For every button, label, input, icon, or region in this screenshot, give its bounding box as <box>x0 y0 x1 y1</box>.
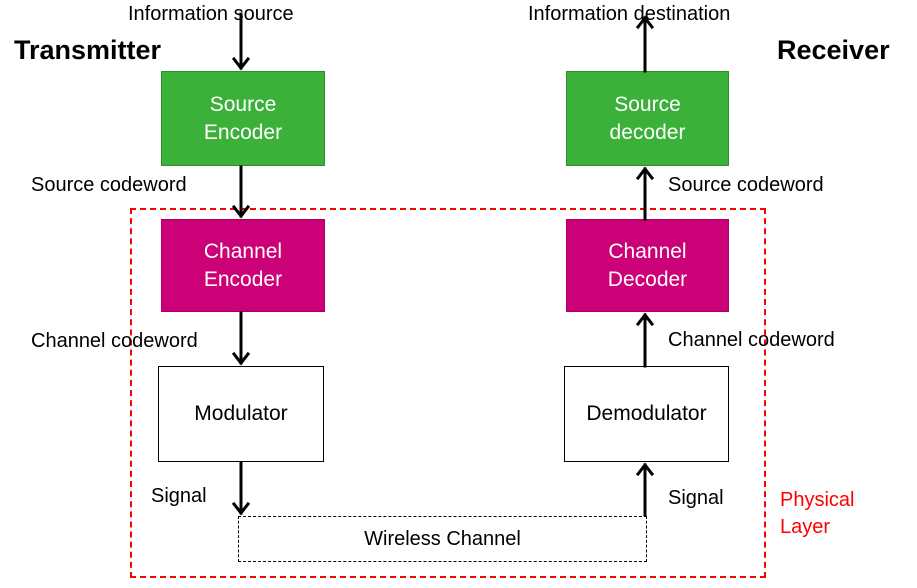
arrow-channel-decoder-to-source-decoder <box>635 166 655 221</box>
rx-source-codeword-label: Source codeword <box>668 174 824 196</box>
arrow-modulator-to-channel <box>231 461 251 516</box>
arrow-demodulator-to-channel-decoder <box>635 312 655 368</box>
arrow-channel-encoder-to-modulator <box>231 311 251 366</box>
source-decoder-label: Source decoder <box>609 92 686 144</box>
receiver-title: Receiver <box>777 35 890 65</box>
information-destination-label: Information destination <box>528 3 731 25</box>
arrow-channel-to-demodulator <box>635 462 655 517</box>
wireless-channel-label: Wireless Channel <box>364 528 521 550</box>
channel-encoder-block: Channel Encoder <box>161 219 325 312</box>
demodulator-label: Demodulator <box>586 402 707 425</box>
rx-signal-label: Signal <box>668 487 724 509</box>
tx-channel-codeword-label: Channel codeword <box>31 330 198 352</box>
physical-layer-label: Physical Layer <box>780 489 855 538</box>
transmitter-title: Transmitter <box>14 35 162 65</box>
wireless-channel-block: Wireless Channel <box>238 516 647 562</box>
rx-channel-codeword-label: Channel codeword <box>668 329 835 351</box>
source-decoder-block: Source decoder <box>566 71 729 166</box>
modulator-block: Modulator <box>158 366 324 462</box>
tx-signal-label: Signal <box>151 485 207 507</box>
channel-decoder-label: Channel Decoder <box>607 239 688 291</box>
demodulator-block: Demodulator <box>564 366 729 462</box>
arrow-source-to-encoder <box>231 12 251 71</box>
physical-layer-region <box>130 208 766 578</box>
information-source-label: Information source <box>128 3 294 25</box>
channel-encoder-label: Channel Encoder <box>203 239 283 291</box>
channel-decoder-block: Channel Decoder <box>566 219 729 312</box>
source-encoder-block: Source Encoder <box>161 71 325 166</box>
tx-source-codeword-label: Source codeword <box>31 174 187 196</box>
arrow-source-decoder-to-destination <box>635 15 655 73</box>
arrow-source-encoder-to-channel-encoder <box>231 165 251 219</box>
source-encoder-label: Source Encoder <box>203 92 283 144</box>
modulator-label: Modulator <box>194 402 288 425</box>
